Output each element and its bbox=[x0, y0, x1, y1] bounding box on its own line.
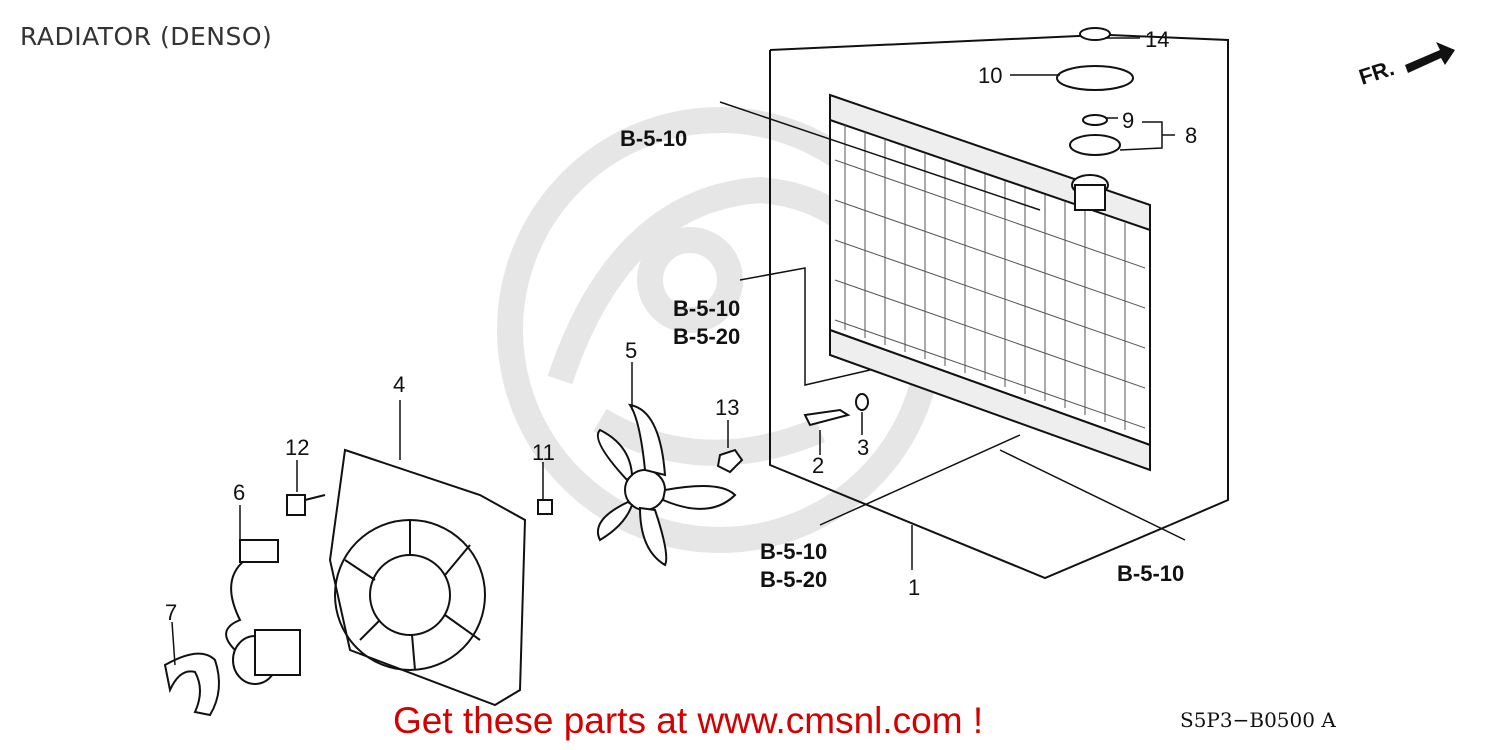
reserve-cap-seal bbox=[1056, 27, 1134, 91]
promo-link[interactable]: Get these parts at www.cmsnl.com ! bbox=[393, 700, 984, 741]
filler-neck bbox=[1071, 174, 1109, 211]
assembly-outline bbox=[769, 34, 1229, 580]
radiator-cap bbox=[1069, 114, 1121, 156]
connector-cover bbox=[163, 652, 220, 717]
part-number-5: 5 bbox=[625, 338, 637, 363]
part-number-10: 10 bbox=[978, 63, 1002, 88]
part-number-8: 8 bbox=[1185, 123, 1197, 148]
fasteners bbox=[286, 393, 869, 516]
part-number-9: 9 bbox=[1122, 108, 1134, 133]
part-number-14: 14 bbox=[1145, 27, 1169, 52]
radiator-fins bbox=[834, 125, 1146, 430]
part-number-11: 11 bbox=[532, 440, 555, 465]
reference-mid-left-b: B-5-20 bbox=[673, 324, 740, 349]
reference-bottom-mid-b: B-5-20 bbox=[760, 567, 827, 592]
part-number-4: 4 bbox=[393, 372, 405, 397]
reference-bottom-right: B-5-10 bbox=[1117, 561, 1184, 586]
part-number-3: 3 bbox=[857, 435, 869, 460]
leader-lines bbox=[171, 37, 1186, 666]
diagram-title: RADIATOR (DENSO) bbox=[20, 22, 273, 51]
part-number-13: 13 bbox=[715, 395, 739, 420]
reference-bottom-mid-a: B-5-10 bbox=[760, 539, 827, 564]
reference-mid-left-a: B-5-10 bbox=[673, 296, 740, 321]
reference-top-left: B-5-10 bbox=[620, 126, 687, 151]
part-number-2: 2 bbox=[812, 453, 824, 478]
front-direction-arrow-icon bbox=[1405, 42, 1455, 73]
cooling-fan bbox=[596, 403, 737, 567]
part-number-7: 7 bbox=[165, 600, 177, 625]
fan-shroud bbox=[328, 448, 527, 707]
part-number-1: 1 bbox=[908, 575, 920, 600]
front-direction-label: FR. bbox=[1356, 55, 1397, 90]
part-number-12: 12 bbox=[285, 435, 309, 460]
radiator-core bbox=[829, 93, 1151, 472]
diagram-code: S5P3−B0500 A bbox=[1180, 708, 1336, 732]
part-number-6: 6 bbox=[233, 480, 245, 505]
fan-motor bbox=[225, 539, 301, 685]
